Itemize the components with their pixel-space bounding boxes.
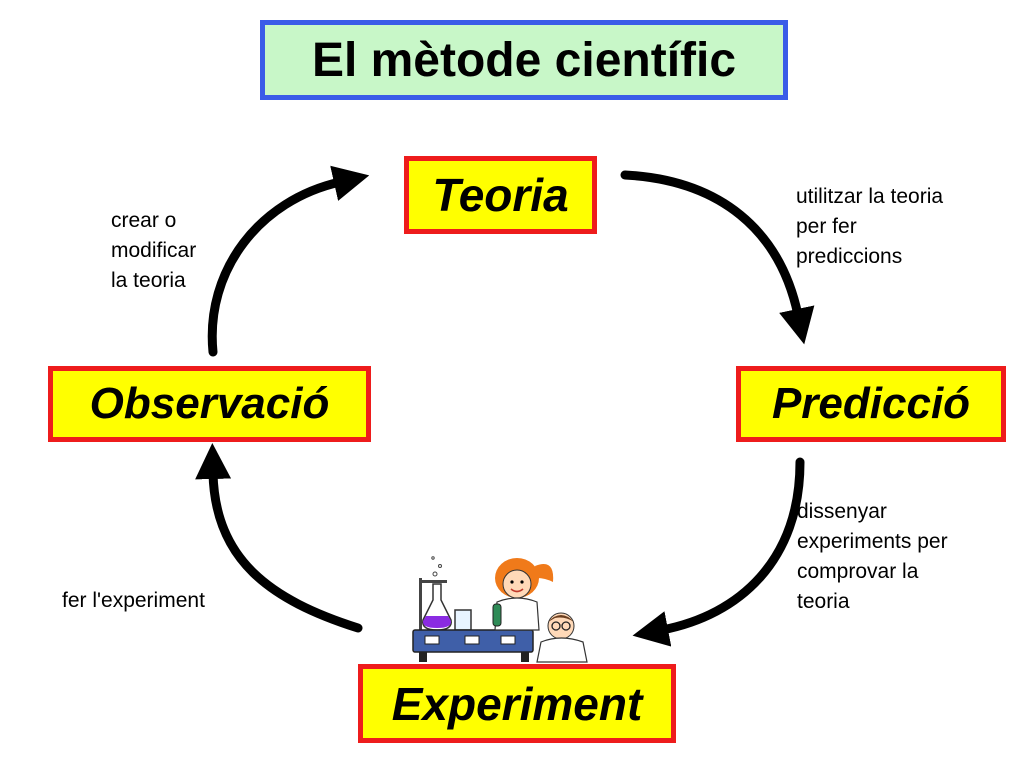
note-line: dissenyar: [797, 500, 887, 523]
diagram-title: El mètode científic: [311, 33, 737, 87]
node-prediccio-label: Predicció: [771, 379, 971, 428]
node-experiment-label: Experiment: [391, 677, 643, 730]
note-fer: fer l'experiment: [62, 586, 205, 616]
note-line: experiments per: [797, 530, 948, 553]
node-experiment: Experiment: [358, 664, 676, 743]
note-line: modificar: [111, 239, 197, 262]
note-crear: crear o modificar la teoria: [111, 206, 196, 296]
node-teoria: Teoria: [404, 156, 597, 234]
note-line: fer l'experiment: [62, 589, 205, 612]
note-line: la teoria: [111, 269, 186, 292]
arrow-teoria-to-prediccio: [620, 170, 815, 345]
note-line: teoria: [797, 590, 850, 613]
arrow-experiment-to-observacio: [195, 443, 363, 633]
note-line: prediccions: [796, 245, 903, 268]
node-observacio-label: Observació: [89, 379, 330, 428]
arrow-prediccio-to-experiment: [632, 457, 805, 647]
note-line: crear o: [111, 209, 177, 232]
note-line: utilitzar la teoria: [796, 185, 944, 208]
node-observacio: Observació: [48, 366, 371, 442]
node-prediccio: Predicció: [736, 366, 1006, 442]
note-utilitzar: utilitzar la teoria per fer prediccions: [796, 182, 943, 272]
scientists-lab-illustration: [412, 556, 588, 663]
arrow-observacio-to-teoria: [207, 165, 370, 357]
note-line: per fer: [796, 215, 857, 238]
note-dissenyar: dissenyar experiments per comprovar la t…: [797, 497, 948, 617]
node-teoria-label: Teoria: [432, 169, 569, 221]
title-box: El mètode científic: [260, 20, 788, 100]
note-line: comprovar la: [797, 560, 919, 583]
